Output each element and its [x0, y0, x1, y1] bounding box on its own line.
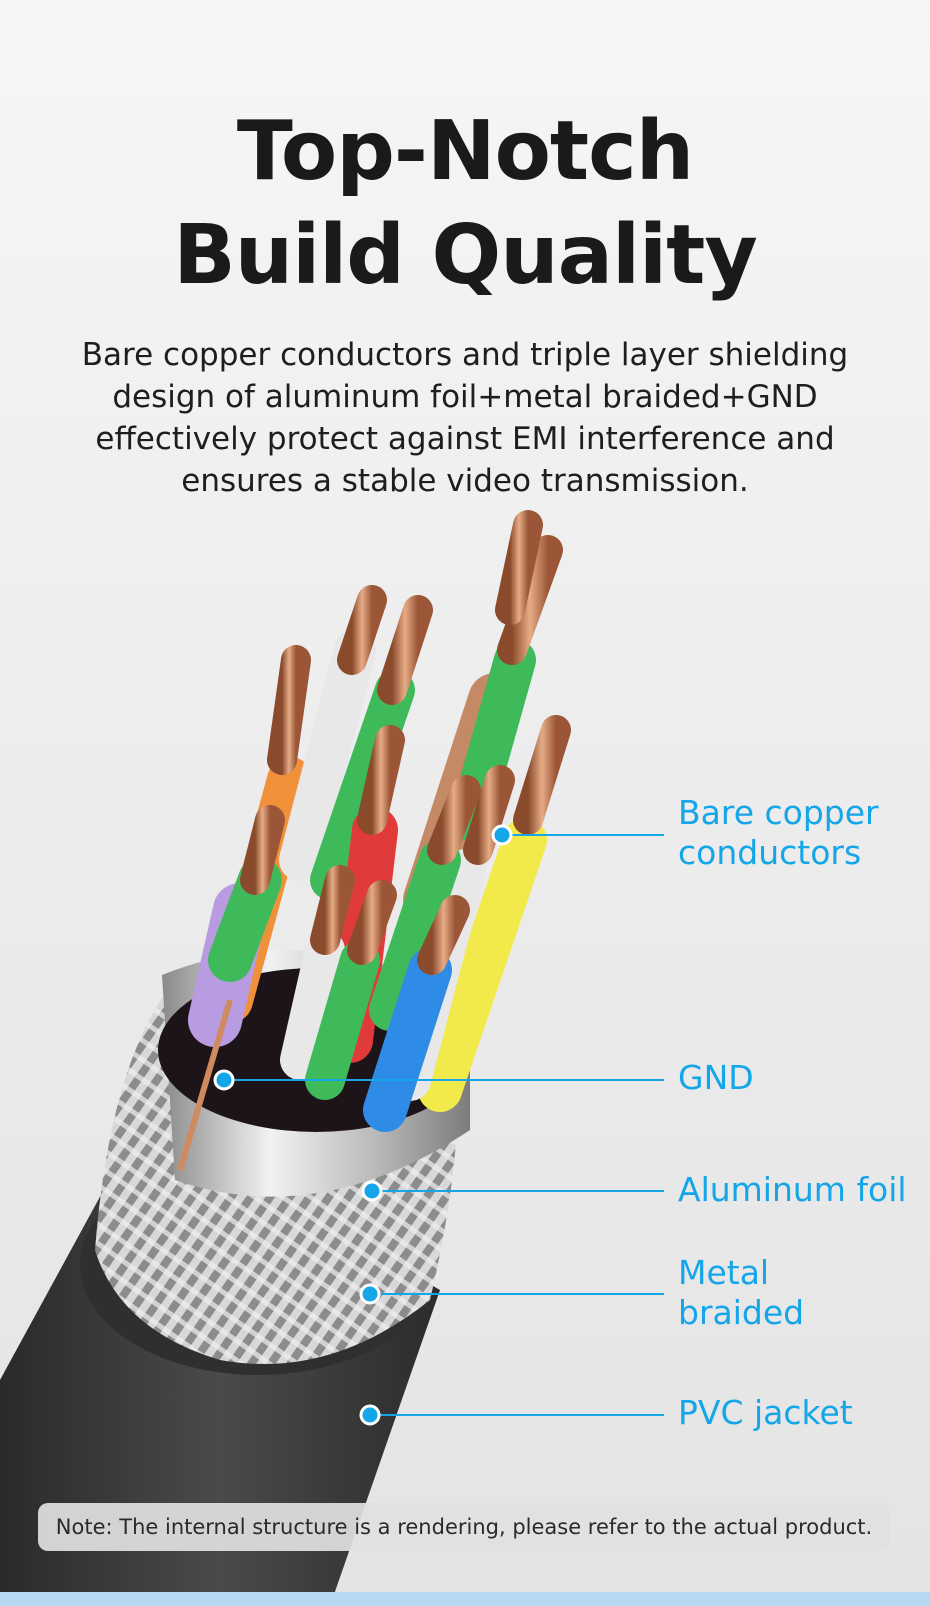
title-line-2: Build Quality — [173, 208, 758, 303]
bottom-accent-bar — [0, 1592, 930, 1606]
callout-metal-braided-line-2: braided — [678, 1293, 805, 1332]
inner-conductor-wires — [177, 510, 571, 1171]
callout-bare-copper-line-1: Bare copper — [678, 793, 879, 832]
description-line-2: design of aluminum foil+metal braided+GN… — [112, 379, 818, 415]
title-line-1: Top-Notch — [236, 104, 694, 199]
callout-bare-copper-conductors: Bare copper conductors — [678, 793, 879, 873]
callout-dots — [213, 824, 513, 1426]
description-line-1: Bare copper conductors and triple layer … — [81, 337, 849, 373]
description-line-3: effectively protect against EMI interfer… — [95, 421, 835, 457]
disclaimer-note: Note: The internal structure is a render… — [38, 1503, 890, 1551]
description-line-4: ensures a stable video transmission. — [181, 463, 749, 499]
feature-description: Bare copper conductors and triple layer … — [60, 334, 870, 502]
callout-bare-copper-line-2: conductors — [678, 833, 862, 872]
callout-gnd: GND — [678, 1058, 754, 1097]
callout-leaders — [224, 834, 664, 1416]
callout-metal-braided: Metal braided — [678, 1253, 804, 1333]
callout-pvc-jacket: PVC jacket — [678, 1393, 853, 1432]
page-title: Top-Notch Build Quality — [0, 100, 930, 308]
callout-aluminum-foil: Aluminum foil — [678, 1170, 907, 1209]
callout-metal-braided-line-1: Metal — [678, 1253, 770, 1292]
